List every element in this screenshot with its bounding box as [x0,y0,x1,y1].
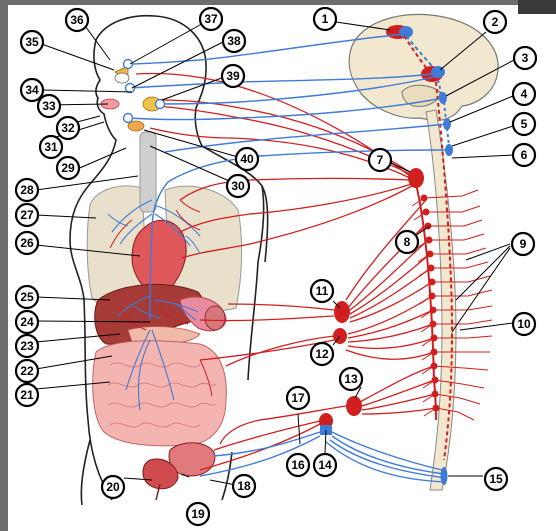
brain-and-spinal-cord [349,14,498,490]
label-34: 34 [21,79,43,101]
svg-text:6: 6 [521,148,528,162]
svg-text:40: 40 [240,152,254,166]
label-19: 19 [187,503,209,525]
svg-text:27: 27 [20,208,34,222]
label-37: 37 [200,8,222,30]
eye [115,73,129,83]
label-3: 3 [514,47,536,69]
svg-text:4: 4 [521,87,528,101]
svg-text:5: 5 [521,117,528,131]
label-23: 23 [16,335,38,357]
label-33: 33 [38,95,60,117]
label-39: 39 [222,65,244,87]
label-25: 25 [16,286,38,308]
svg-text:20: 20 [106,480,120,494]
inferior-mesenteric-ganglion [346,396,362,416]
svg-text:38: 38 [227,34,241,48]
svg-text:28: 28 [20,183,34,197]
svg-text:24: 24 [20,315,34,329]
svg-text:9: 9 [520,237,527,251]
svg-text:37: 37 [204,12,218,26]
label-20: 20 [102,476,124,498]
svg-text:16: 16 [291,458,305,472]
svg-text:21: 21 [20,388,34,402]
svg-text:8: 8 [404,235,411,249]
svg-text:39: 39 [226,69,240,83]
svg-text:23: 23 [20,339,34,353]
svg-text:15: 15 [489,472,503,486]
label-22: 22 [16,360,38,382]
label-30: 30 [227,175,249,197]
label-11: 11 [311,280,333,302]
label-17: 17 [287,387,309,409]
intestines [93,341,227,446]
label-35: 35 [21,31,43,53]
label-5: 5 [513,113,535,135]
label-40: 40 [236,148,258,170]
label-24: 24 [16,311,38,333]
label-2: 2 [484,11,506,33]
label-10: 10 [513,313,535,335]
trachea [140,132,156,212]
svg-text:32: 32 [61,121,75,135]
label-27: 27 [16,204,38,226]
svg-text:2: 2 [492,15,499,29]
label-14: 14 [314,454,336,476]
svg-text:25: 25 [20,290,34,304]
svg-text:10: 10 [517,317,531,331]
label-13: 13 [340,368,362,390]
svg-text:1: 1 [322,12,329,26]
svg-text:31: 31 [44,140,58,154]
svg-text:33: 33 [42,99,56,113]
label-4: 4 [513,83,535,105]
svg-text:26: 26 [20,236,34,250]
label-38: 38 [223,30,245,52]
adrenal-kidney [205,306,225,330]
label-6: 6 [513,144,535,166]
label-31: 31 [40,136,62,158]
label-16: 16 [287,454,309,476]
svg-text:12: 12 [315,347,329,361]
label-12: 12 [311,343,333,365]
svg-text:22: 22 [20,364,34,378]
label-7: 7 [369,149,391,171]
svg-text:14: 14 [318,458,332,472]
svg-text:30: 30 [231,179,245,193]
svg-text:35: 35 [25,35,39,49]
label-36: 36 [66,9,88,31]
label-28: 28 [16,179,38,201]
label-15: 15 [485,468,507,490]
label-1: 1 [314,8,336,30]
label-8: 8 [396,231,418,253]
svg-text:36: 36 [70,13,84,27]
svg-text:29: 29 [61,161,75,175]
svg-text:13: 13 [344,372,358,386]
svg-text:7: 7 [377,153,384,167]
label-18: 18 [233,475,255,497]
label-32: 32 [57,117,79,139]
svg-text:11: 11 [316,284,329,298]
label-29: 29 [57,157,79,179]
svg-text:17: 17 [291,391,305,405]
svg-text:19: 19 [191,507,205,521]
label-21: 21 [16,384,38,406]
svg-text:34: 34 [25,83,39,97]
label-9: 9 [512,233,534,255]
svg-text:3: 3 [522,51,529,65]
svg-text:18: 18 [237,479,251,493]
label-26: 26 [16,232,38,254]
